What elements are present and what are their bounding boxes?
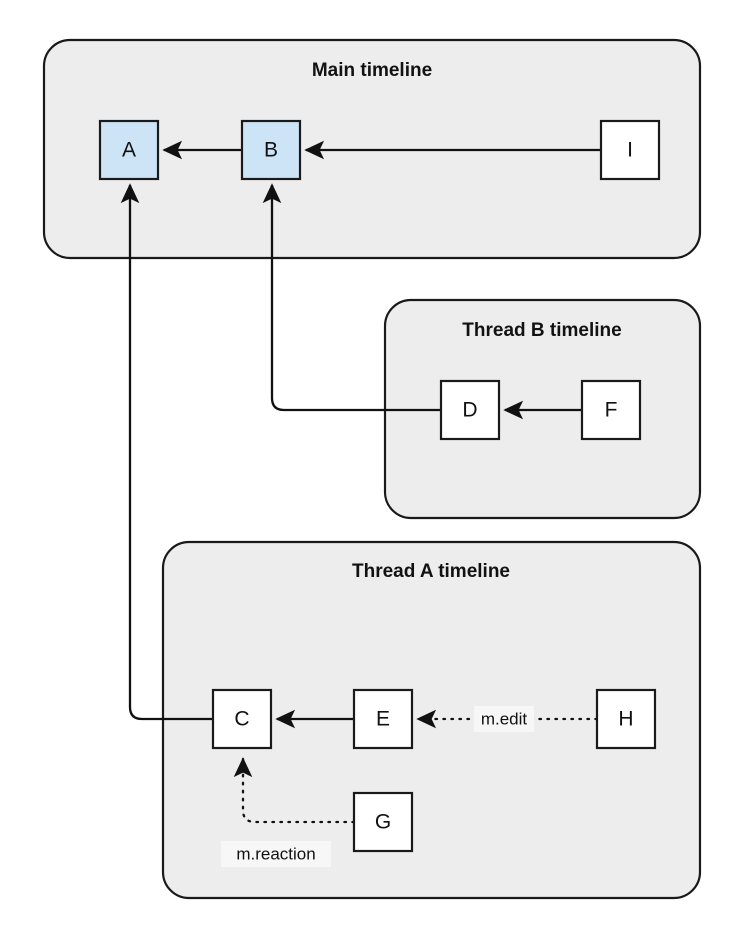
node-d[interactable]: D	[439, 379, 501, 441]
edge-c-to-a	[120, 183, 213, 721]
node-f[interactable]: F	[580, 379, 642, 441]
node-i[interactable]: I	[599, 119, 661, 181]
edge-label-m-edit-bg	[474, 706, 534, 732]
edge-label-m-edit: m.edit	[474, 706, 534, 732]
node-b-box[interactable]	[240, 119, 302, 181]
node-d-label: D	[462, 399, 477, 422]
node-f-label: F	[605, 399, 618, 422]
node-e-box[interactable]	[352, 688, 414, 750]
node-d-box[interactable]	[439, 379, 501, 441]
node-c[interactable]: C	[211, 688, 273, 750]
edge-label-m-reaction: m.reaction	[221, 841, 331, 867]
edge-label-m-reaction-text: m.reaction	[236, 844, 315, 863]
group-main-timeline-title: Main timeline	[312, 60, 432, 81]
edge-label-m-reaction-bg	[221, 841, 331, 867]
edge-d-to-b	[262, 183, 441, 412]
node-a-label: A	[122, 139, 136, 162]
node-h[interactable]: H	[595, 688, 657, 750]
node-b[interactable]: B	[240, 119, 302, 181]
node-c-box[interactable]	[211, 688, 273, 750]
node-a[interactable]: A	[98, 119, 160, 181]
node-e-label: E	[376, 708, 390, 731]
node-c-label: C	[234, 708, 249, 731]
node-h-label: H	[618, 708, 633, 731]
group-thread-b-timeline-title: Thread B timeline	[462, 320, 621, 341]
node-a-box[interactable]	[98, 119, 160, 181]
node-i-box[interactable]	[599, 119, 661, 181]
edge-label-m-edit-text: m.edit	[481, 709, 528, 728]
node-f-box[interactable]	[580, 379, 642, 441]
node-g[interactable]: G	[352, 791, 414, 853]
node-b-label: B	[264, 139, 278, 162]
group-thread-a-timeline-title: Thread A timeline	[352, 561, 510, 582]
node-g-label: G	[375, 811, 391, 834]
node-g-box[interactable]	[352, 791, 414, 853]
node-i-label: I	[627, 139, 633, 162]
node-e[interactable]: E	[352, 688, 414, 750]
node-h-box[interactable]	[595, 688, 657, 750]
